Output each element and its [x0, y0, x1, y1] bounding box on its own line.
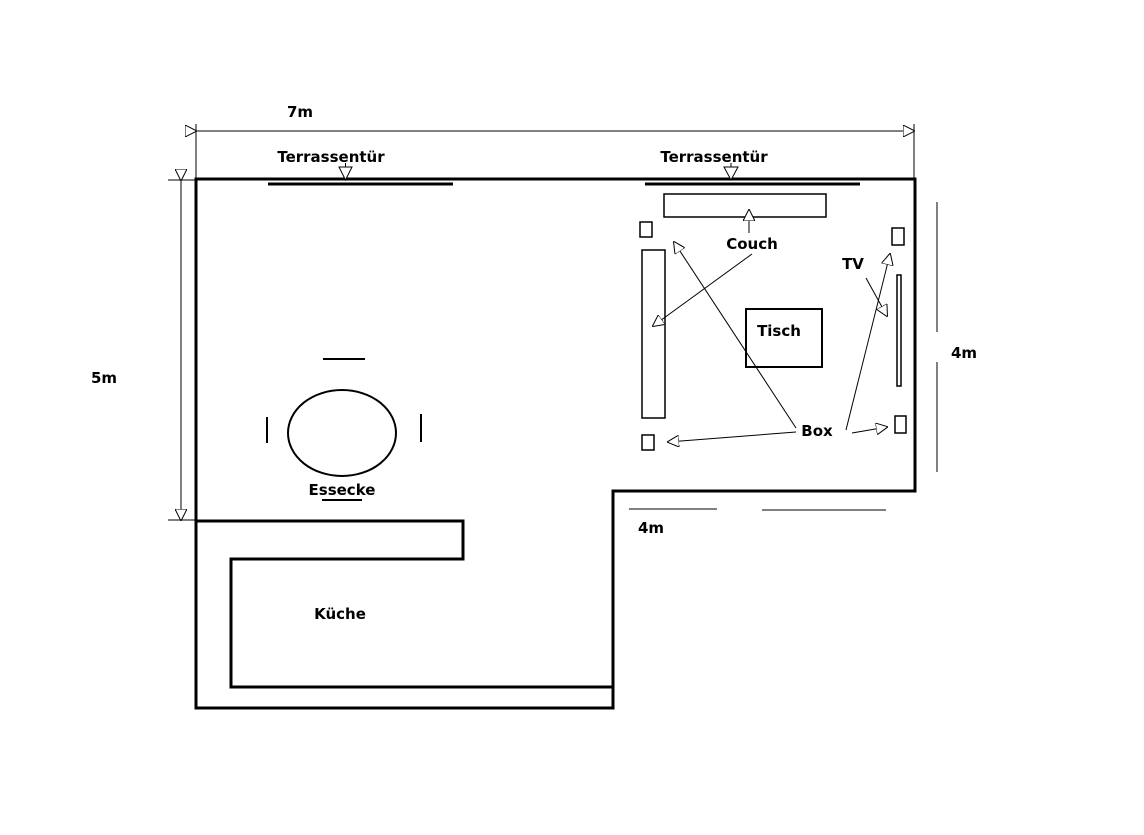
box-top-right [891, 227, 905, 246]
table [745, 308, 823, 368]
box-bottom-right [894, 415, 907, 434]
couch-left [641, 249, 666, 419]
kitchen-counter [196, 519, 613, 689]
box-top-left [639, 221, 653, 238]
outer-walls [194, 177, 917, 710]
dining-label: Essecke [309, 481, 376, 499]
couch-top [663, 193, 827, 218]
kitchen-label: Küche [314, 605, 366, 623]
couch-label: Couch [726, 235, 778, 253]
dimension-left-label: 5m [91, 369, 117, 387]
dimension-top [196, 124, 914, 180]
dimension-top-label: 7m [287, 103, 313, 121]
dining-table [287, 389, 397, 477]
terrace-door-left-label: Terrassentür [277, 148, 385, 166]
tv-label: TV [842, 255, 864, 273]
dimension-right-label: 4m [951, 344, 977, 362]
dimension-left [168, 180, 196, 520]
annotation-arrows [653, 210, 890, 442]
terrace-door-right-label: Terrassentür [660, 148, 768, 166]
table-label: Tisch [757, 322, 801, 340]
box-label: Box [801, 422, 833, 440]
dimension-bottom-label: 4m [638, 519, 664, 537]
tv [896, 274, 902, 387]
dimension-bottom [629, 508, 886, 511]
box-bottom-left [641, 434, 655, 451]
